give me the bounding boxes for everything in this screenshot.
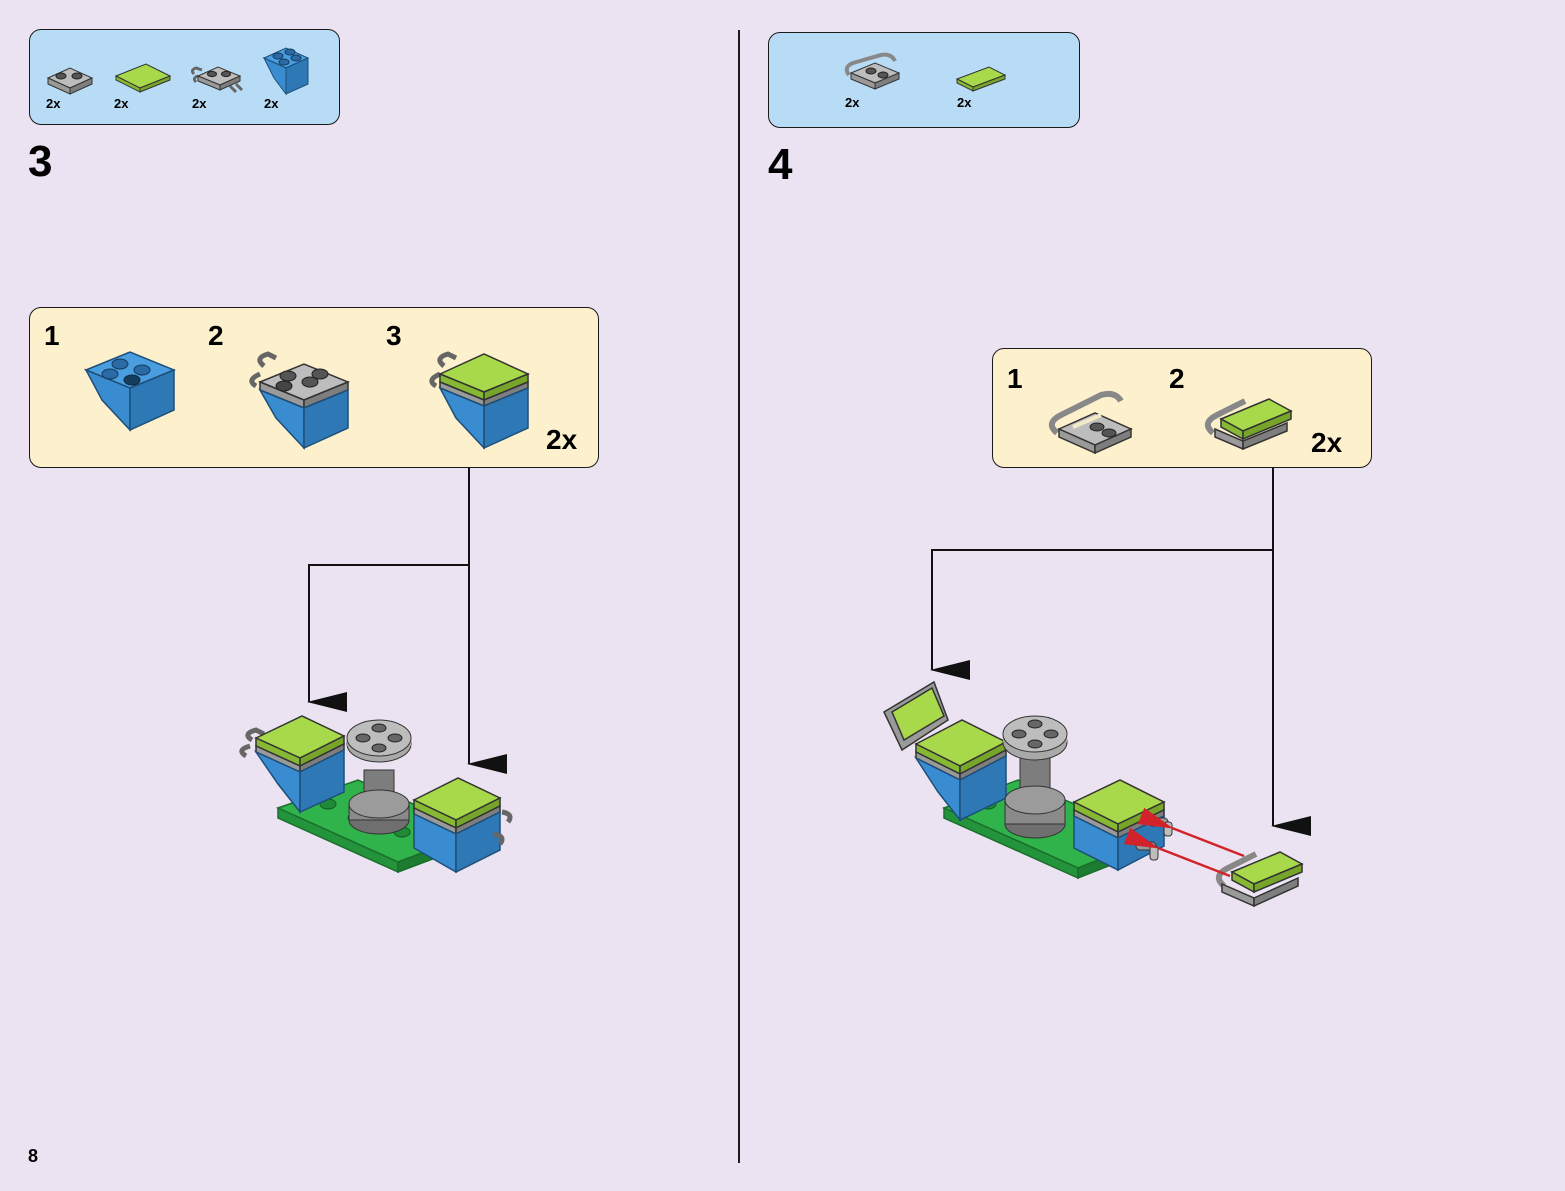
substep-label: 1	[44, 320, 60, 351]
part-qty: 2x	[264, 96, 279, 111]
lime-tile-2x2-icon	[112, 58, 174, 96]
substep-label: 2	[208, 320, 224, 351]
step-number: 4	[768, 140, 793, 189]
lime-tile-1x2-icon	[1210, 838, 1306, 910]
lime-tile-1x2-icon	[1199, 385, 1295, 455]
page-divider	[738, 30, 740, 1163]
part-qty: 2x	[46, 96, 61, 111]
part-qty: 2x	[957, 95, 972, 110]
lime-tile-2x2-icon	[420, 342, 536, 454]
substep-label: 3	[386, 320, 402, 351]
blue-slope-inverted-icon	[260, 40, 312, 100]
grey-plate-with-handle-icon	[841, 49, 905, 91]
step4-subassembly-box: 1 2 2x	[992, 348, 1372, 468]
lime-tile-1x2-icon	[953, 63, 1009, 93]
part-qty: 2x	[114, 96, 129, 111]
step-number: 3	[28, 137, 53, 186]
page-number: 8	[28, 1146, 39, 1166]
multiplier-label: 2x	[546, 424, 578, 455]
step3-parts-box: 2x 2x 2x 2x	[29, 29, 340, 125]
step4-parts-box: 2x 2x	[768, 32, 1080, 128]
part-qty: 2x	[192, 96, 207, 111]
substep-label: 1	[1007, 363, 1023, 394]
step3-subassembly-box: 1 2 3	[29, 307, 599, 468]
grey-clip-plate-icon	[240, 342, 356, 454]
multiplier-label: 2x	[1311, 427, 1343, 458]
part-qty: 2x	[845, 95, 860, 110]
substep-label: 2	[1169, 363, 1185, 394]
grey-clip-plate-icon	[190, 60, 246, 96]
step3-main-assembly	[238, 708, 528, 888]
blue-slope-inverted-icon	[80, 344, 180, 436]
grey-plate-1x2-icon	[44, 62, 96, 96]
grey-plate-with-handle-icon	[1043, 385, 1139, 455]
